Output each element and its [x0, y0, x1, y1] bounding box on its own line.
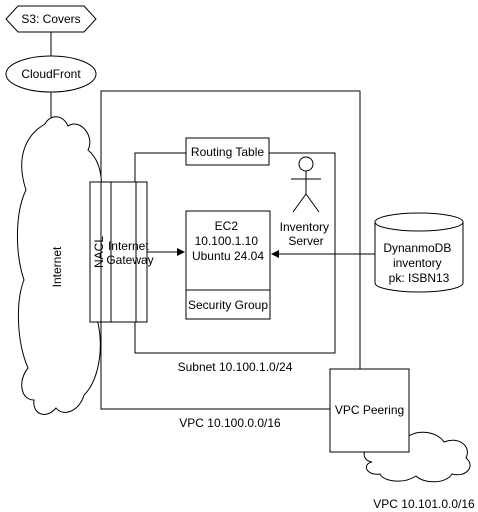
inventory-server-label: Inventory Server [280, 220, 333, 248]
internet-cloud-icon [17, 116, 103, 415]
internet-label: Internet [50, 246, 64, 287]
dynamodb-label: DynanmoDB inventory pk: ISBN13 [383, 241, 454, 285]
cloudfront-label: CloudFront [21, 67, 81, 81]
subnet-cidr-label: Subnet 10.100.1.0/24 [178, 360, 293, 374]
routing-table-node: Routing Table [185, 137, 270, 166]
vpc-cidr-label: VPC 10.100.0.0/16 [179, 416, 281, 430]
nacl-gateway-bars [89, 181, 148, 323]
ec2-label: EC2 10.100.1.10 Ubuntu 24.04 [192, 219, 264, 263]
dynamodb-cylinder-icon [374, 212, 464, 293]
inventory-server-actor-icon [291, 156, 321, 213]
peer-vpc-cidr-label: VPC 10.101.0.0/16 [373, 497, 475, 511]
routing-table-label: Routing Table [191, 145, 264, 159]
cloudfront-node: CloudFront [5, 55, 97, 93]
vpc-peering-label: VPC Peering [335, 403, 404, 417]
vpc-peering-node: VPC Peering [329, 368, 410, 453]
ec2-instance-node: EC2 10.100.1.10 Ubuntu 24.04 Security Gr… [185, 210, 271, 320]
s3-label: S3: Covers [21, 12, 80, 26]
internet-gateway-label: Internet Gateway [106, 239, 153, 267]
nacl-label: NACL [92, 236, 106, 268]
security-group-label: Security Group [188, 298, 268, 312]
s3-bucket-node: S3: Covers [5, 5, 97, 33]
